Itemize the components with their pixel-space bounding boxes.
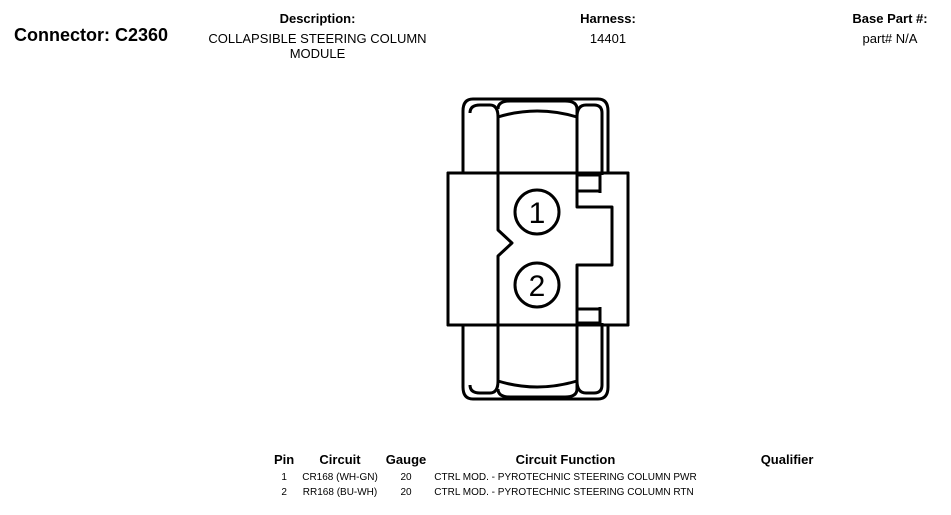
pin-cavity: [496, 173, 614, 325]
top-inner-rail-left: [468, 103, 500, 173]
harness-value: 14401: [589, 31, 627, 46]
bottom-inner-rail-left: [468, 325, 500, 395]
cell-function: CTRL MOD. - PYROTECHNIC STEERING COLUMN …: [434, 487, 694, 498]
description-value: COLLAPSIBLE STEERING COLUMN MODULE: [208, 31, 427, 61]
pin-table-header-row: Pin Circuit Gauge Circuit Function Quali…: [270, 452, 817, 471]
cell-gauge: 20: [400, 487, 412, 498]
housing-outline: [446, 97, 630, 401]
cell-circuit: RR168 (BU-WH): [302, 487, 378, 498]
cell-pin: 1: [281, 472, 287, 483]
base-part-block: Base Part #: part# N/A: [835, 11, 945, 46]
top-inner-rail-right: [575, 103, 604, 175]
cell-pin: 2: [281, 487, 287, 498]
cell-qualifier: [701, 486, 818, 501]
pin-2-label: 2: [529, 270, 546, 303]
table-row: 2 RR168 (BU-WH) 20 CTRL MOD. - PYROTECHN…: [270, 486, 817, 501]
description-label: Description:: [279, 11, 356, 26]
col-header-qualifier: Qualifier: [760, 452, 814, 467]
connector-body: [446, 171, 630, 327]
col-header-function: Circuit Function: [515, 452, 616, 467]
col-header-circuit: Circuit: [319, 452, 361, 467]
pin-1-circle: [513, 188, 561, 236]
cell-circuit: CR168 (WH-GN): [302, 472, 378, 483]
pin-1-label: 1: [529, 197, 546, 230]
col-header-pin: Pin: [274, 452, 295, 467]
pin-table: Pin Circuit Gauge Circuit Function Quali…: [270, 452, 817, 501]
base-part-label: Base Part #:: [852, 11, 928, 26]
pin-2-circle: [513, 261, 561, 309]
description-block: Description: COLLAPSIBLE STEERING COLUMN…: [190, 11, 445, 61]
cell-gauge: 20: [400, 472, 412, 483]
connector-face-diagram: 1 2: [446, 97, 630, 401]
harness-label: Harness:: [580, 11, 636, 26]
harness-block: Harness: 14401: [548, 11, 668, 46]
cell-function: CTRL MOD. - PYROTECHNIC STEERING COLUMN …: [434, 472, 697, 483]
cell-qualifier: [701, 471, 818, 486]
table-row: 1 CR168 (WH-GN) 20 CTRL MOD. - PYROTECHN…: [270, 471, 817, 486]
col-header-gauge: Gauge: [385, 452, 427, 467]
bottom-inner-rail-right: [575, 323, 604, 395]
connector-title: Connector: C2360: [14, 25, 169, 45]
base-part-value: part# N/A: [862, 31, 918, 46]
